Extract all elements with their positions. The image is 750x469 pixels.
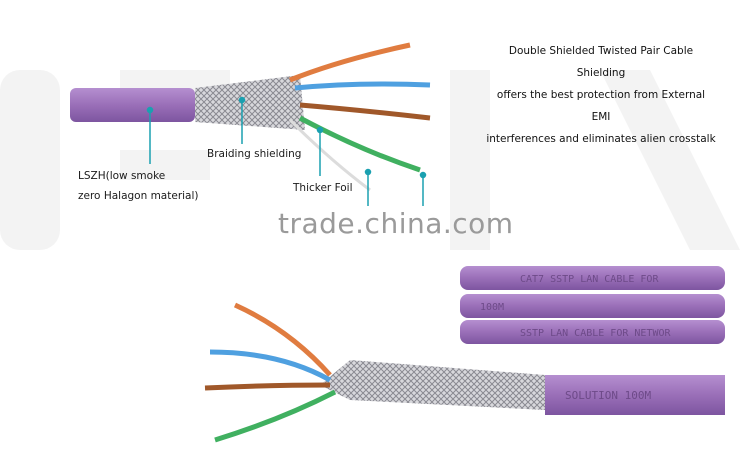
- lszh-label: LSZH(low smoke zero Halagon material): [78, 166, 199, 206]
- cable-print-1: CAT7 SSTP LAN CABLE FOR: [520, 274, 659, 285]
- lszh-line-2: zero Halagon material): [78, 190, 199, 202]
- lszh-line-1: LSZH(low smoke: [78, 170, 166, 182]
- cable-print-3: SSTP LAN CABLE FOR NETWOR: [520, 328, 671, 339]
- cable-bundle: CAT7 SSTP LAN CABLE FOR 100M SSTP LAN CA…: [460, 266, 725, 344]
- leader-lines: [146, 96, 427, 206]
- headline-line-1: Double Shielded Twisted Pair Cable Shiel…: [508, 45, 694, 79]
- cable-print-4: SOLUTION 100M: [565, 389, 651, 402]
- headline-line-2: offers the best protection from External…: [496, 89, 706, 123]
- cable-print-2: 100M: [480, 302, 504, 313]
- bottom-cable: SOLUTION 100M: [204, 302, 725, 443]
- watermark: trade.china.com: [278, 207, 514, 240]
- headline: Double Shielded Twisted Pair Cable Shiel…: [486, 40, 716, 150]
- braiding-label: Braiding shielding: [207, 148, 302, 160]
- top-cable: [70, 42, 431, 192]
- background-logo-watermark: [0, 70, 740, 250]
- foil-label: Thicker Foil: [293, 182, 353, 194]
- headline-line-3: interferences and eliminates alien cross…: [486, 133, 716, 145]
